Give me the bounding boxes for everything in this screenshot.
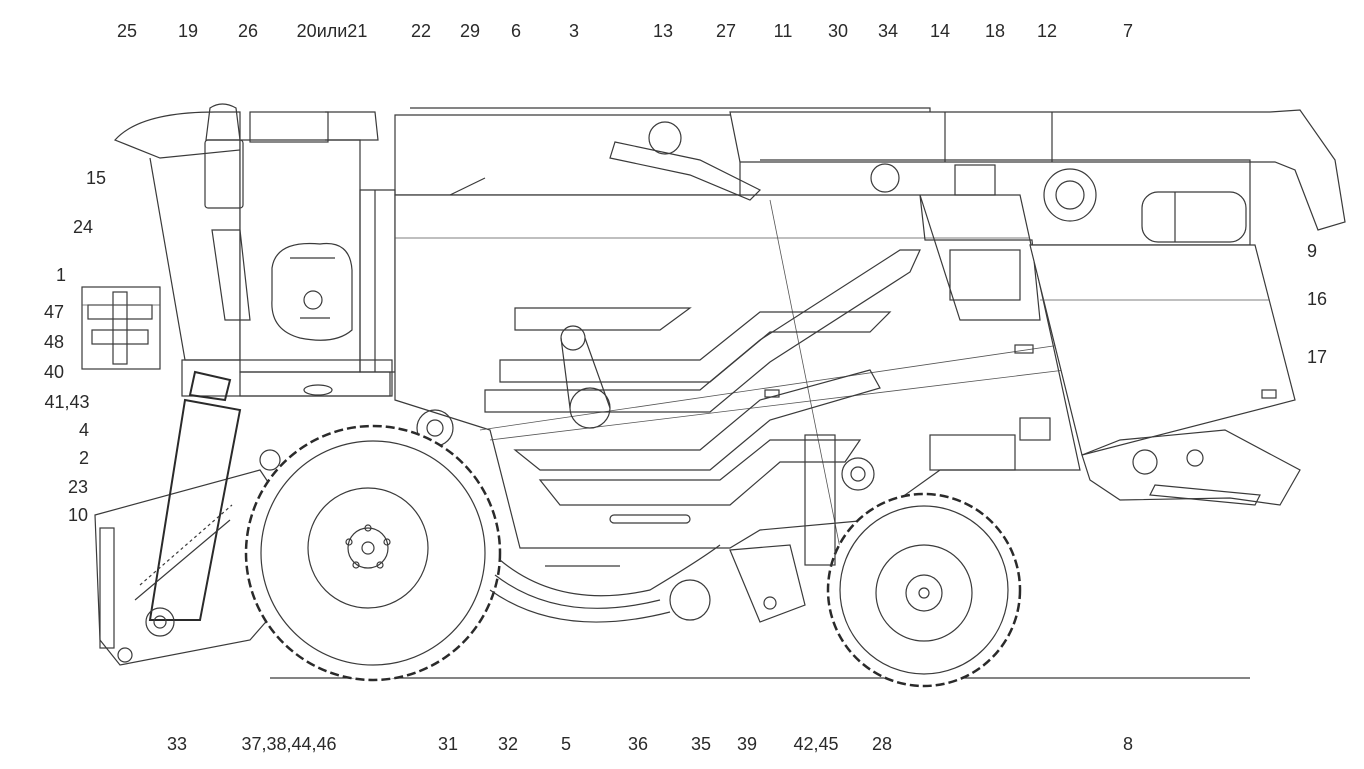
cab <box>113 103 393 397</box>
callout-label: 24 <box>72 217 94 237</box>
callout-label: 15 <box>85 168 107 188</box>
unloading-auger <box>729 109 1346 231</box>
rear-axle-assembly <box>929 417 1301 506</box>
callout-label: 28 <box>871 734 893 754</box>
callout-label: 23 <box>67 477 89 497</box>
callout-label: 17 <box>1306 347 1328 367</box>
front-wheel-bolts <box>345 524 391 569</box>
callout-label: 25 <box>116 21 138 41</box>
callout-label: 41,43 <box>44 392 90 412</box>
front-wheel <box>244 424 502 682</box>
bolt-inset-detail <box>81 286 161 370</box>
callout-label: 39 <box>736 734 758 754</box>
callout-label: 47 <box>43 302 65 322</box>
callout-label: 19 <box>177 21 199 41</box>
rear-hood <box>1029 244 1296 456</box>
callout-label: 5 <box>560 734 572 754</box>
callout-label: 1 <box>55 265 67 285</box>
callout-label: 11 <box>773 21 793 41</box>
callout-label: 9 <box>1306 241 1318 261</box>
rear-wheel <box>826 492 1022 688</box>
callout-label: 35 <box>690 734 712 754</box>
callout-label: 14 <box>929 21 951 41</box>
callout-label: 8 <box>1122 734 1134 754</box>
callout-label: 40 <box>43 362 65 382</box>
callout-label: 13 <box>652 21 674 41</box>
undercarriage <box>489 434 875 623</box>
callout-label: 48 <box>43 332 65 352</box>
callout-label: 30 <box>827 21 849 41</box>
callout-label: 12 <box>1036 21 1058 41</box>
callout-label: 2 <box>78 448 90 468</box>
callout-label: 20или21 <box>296 21 368 41</box>
callout-label: 3 <box>568 21 580 41</box>
callout-label: 37,38,44,46 <box>241 734 337 754</box>
side-chevron-stripes <box>484 249 921 506</box>
main-body <box>394 194 1081 549</box>
callout-label: 10 <box>67 505 89 525</box>
callout-label: 4 <box>78 420 90 440</box>
callout-label: 42,45 <box>793 734 839 754</box>
callout-label: 7 <box>1122 21 1134 41</box>
callout-label: 16 <box>1306 289 1328 309</box>
callout-label: 18 <box>984 21 1006 41</box>
callout-label: 6 <box>510 21 522 41</box>
callout-label: 33 <box>166 734 188 754</box>
callout-label: 29 <box>459 21 481 41</box>
callout-label: 34 <box>877 21 899 41</box>
drive-pulleys <box>416 325 611 447</box>
callout-label: 32 <box>497 734 519 754</box>
callout-label: 22 <box>410 21 432 41</box>
callout-label: 31 <box>437 734 459 754</box>
callout-label: 26 <box>237 21 259 41</box>
callout-label: 27 <box>715 21 737 41</box>
callout-label: 36 <box>627 734 649 754</box>
